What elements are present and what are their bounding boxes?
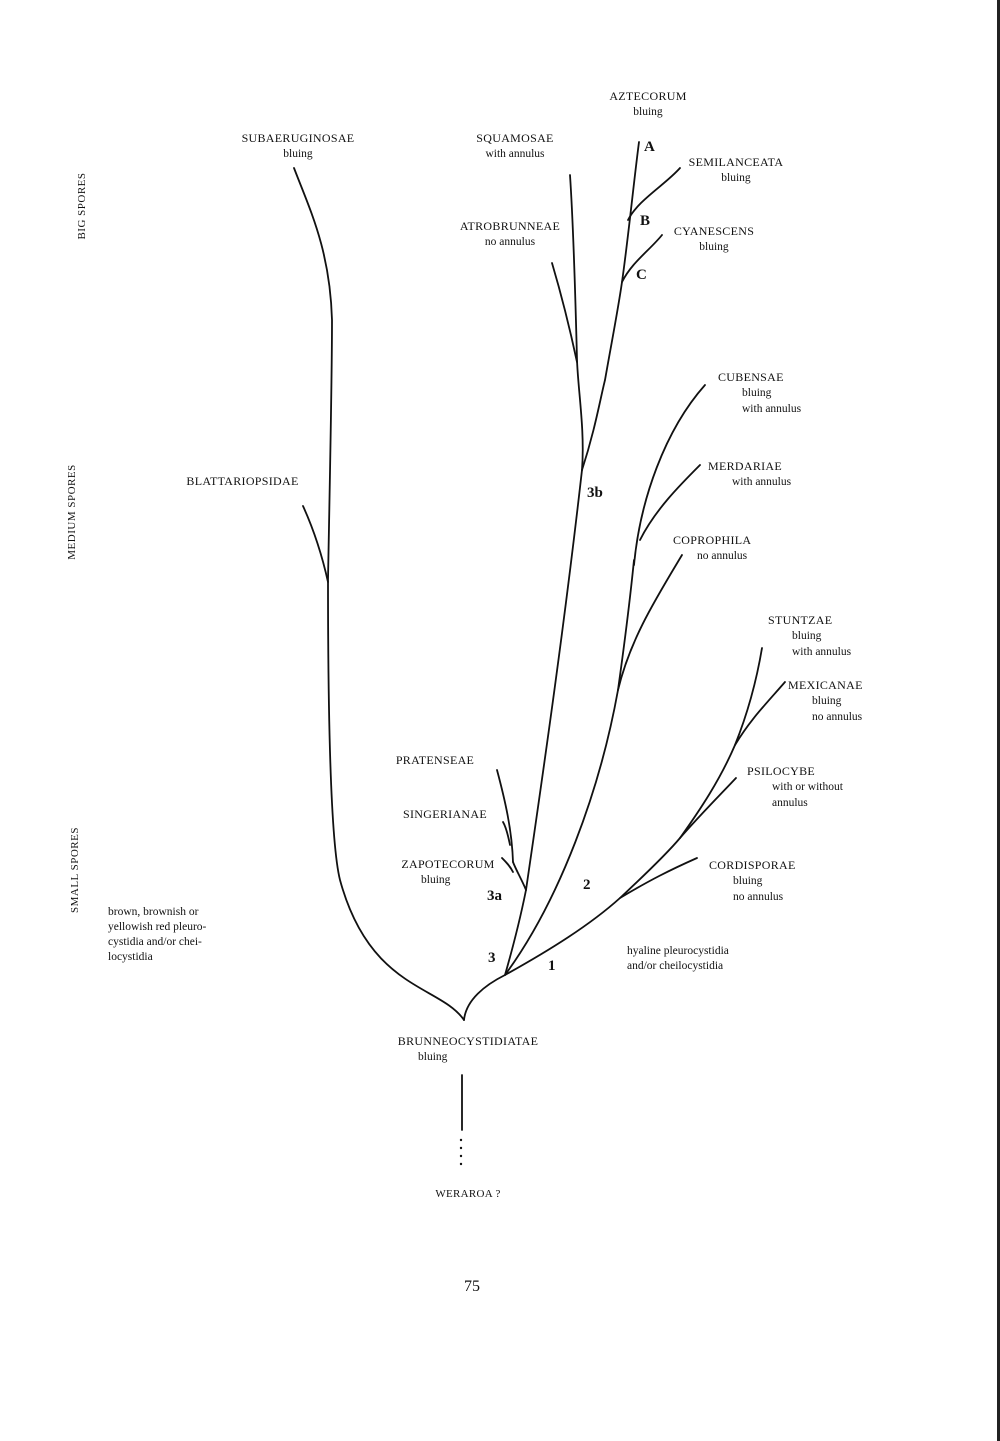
taxon-coprophila: COPROPHILA no annulus bbox=[673, 533, 752, 562]
branch-3a bbox=[512, 861, 527, 891]
branch-squamosae bbox=[569, 174, 584, 471]
dotted-line bbox=[459, 1138, 463, 1166]
node-label-2: 2 bbox=[583, 877, 591, 893]
note-brown-cystidia: brown, brownish or yellowish red pleuro-… bbox=[108, 906, 207, 963]
taxon-blattariopsidae: BLATTARIOPSIDAE bbox=[186, 474, 299, 488]
medium-spores-label: MEDIUM SPORES bbox=[66, 464, 78, 560]
taxon-merdariae: MERDARIAE with annulus bbox=[708, 459, 792, 488]
branch-3 bbox=[504, 889, 527, 976]
branch-zapotecorum bbox=[501, 857, 514, 873]
node-label-3b: 3b bbox=[587, 485, 603, 501]
node-label-b: B bbox=[640, 213, 651, 229]
branch-pratenseae bbox=[496, 769, 514, 863]
branch-abc bbox=[581, 141, 640, 471]
branch-atrobrunneae bbox=[551, 262, 578, 363]
taxon-cubensae: CUBENSAE bluing with annulus bbox=[718, 370, 802, 415]
small-spores-label: SMALL SPORES bbox=[69, 827, 81, 913]
branch-cubensae bbox=[633, 384, 706, 566]
taxon-weraroa: WERAROA ? bbox=[435, 1188, 501, 1200]
note-hyaline-cystidia: hyaline pleurocystidia and/or cheilocyst… bbox=[627, 945, 729, 972]
node-label-1: 1 bbox=[548, 958, 556, 974]
taxon-pratenseae: PRATENSEAE bbox=[395, 753, 475, 767]
branch-2 bbox=[504, 559, 635, 976]
branch-mexicanae bbox=[734, 681, 786, 746]
taxon-mexicanae: MEXICANAE bluing no annulus bbox=[788, 678, 863, 723]
node-label-3a: 3a bbox=[487, 888, 502, 904]
branch-blattariopsidae bbox=[302, 505, 329, 583]
page-edge bbox=[997, 0, 1000, 1441]
node-label-a: A bbox=[644, 139, 655, 155]
branch-singerianae bbox=[502, 821, 511, 846]
branch-semilanceata bbox=[627, 167, 681, 221]
branch-subaeruginosae bbox=[293, 167, 465, 1021]
taxon-psilocybe: PSILOCYBE with or without annulus bbox=[747, 764, 843, 809]
branch-cyanescens bbox=[621, 234, 663, 283]
branch-merdariae bbox=[639, 464, 701, 541]
branch-coprophila bbox=[617, 554, 683, 691]
big-spores-label: BIG SPORES bbox=[76, 172, 88, 240]
taxon-stuntzae: STUNTZAE bluing with annulus bbox=[768, 613, 852, 658]
branch-root-right bbox=[463, 974, 506, 1021]
node-label-3: 3 bbox=[488, 950, 496, 966]
taxon-cordisporae: CORDISPORAE bluing no annulus bbox=[709, 858, 796, 903]
branch-3b bbox=[525, 469, 583, 891]
page-number: 75 bbox=[464, 1278, 480, 1295]
taxon-singerianae: SINGERIANAE bbox=[403, 807, 487, 821]
branch-psilocybe bbox=[679, 777, 737, 839]
branch-cordisporae bbox=[619, 857, 698, 899]
node-label-c: C bbox=[636, 267, 647, 283]
